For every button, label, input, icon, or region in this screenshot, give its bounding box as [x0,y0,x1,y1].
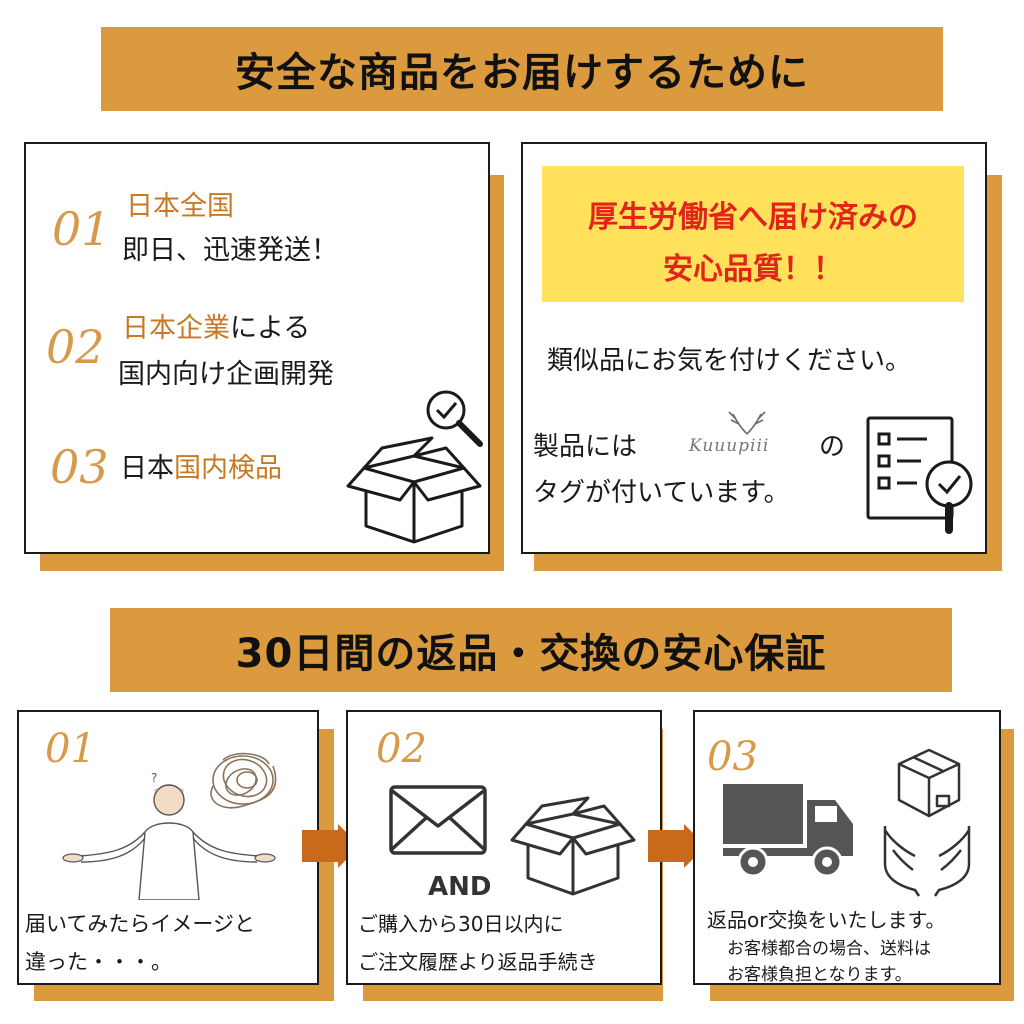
item1-line2: 即日、迅速発送！ [122,235,338,266]
tag-line2: タグが付いています。 [533,478,790,508]
magnifier-check-icon [426,390,483,447]
item2-number: 02 [46,320,105,374]
arrow-icon [648,824,706,868]
tag-line1-b: の [819,432,846,462]
right-card: 厚生労働省へ届け済みの 安心品質！！ 類似品にお気を付けください。 製品には K… [521,142,987,554]
item1-line1: 日本全国 [126,191,234,222]
item1-number: 01 [52,202,111,256]
item2-line1-rest: による [230,313,311,344]
box-icon [510,796,636,896]
item2-line2: 国内向け企画開発 [118,359,334,390]
item2-line1: 日本企業による [122,312,310,346]
item3-text: 日本国内検品 [120,452,282,486]
item3-text-a: 日本 [120,453,174,484]
step1-number: 01 [45,726,96,772]
brand-logo-text: Kuuupiii [689,436,770,456]
step2-number: 02 [376,726,427,772]
antler-logo-icon [728,411,766,435]
bottom-banner: 30日間の返品・交換の安心保証 [110,608,952,692]
hands-box-icon [883,748,971,897]
arrow-icon [302,824,360,868]
top-banner: 安全な商品をお届けするために [101,27,943,111]
step3-card: 03 返品or交換をいたします。 お客様都合の場合、送料は お客様負担となります… [693,710,1001,985]
step3-line3: お客様負担となります。 [727,965,912,985]
notice-line2: 安心品質！！ [663,252,843,287]
envelope-icon [389,785,487,855]
left-card: 01 日本全国 即日、迅速発送！ 02 日本企業による 国内向け企画開発 03 … [24,142,490,554]
item2-line1-highlight: 日本企業 [122,313,230,344]
checklist-icon [866,416,973,534]
step1-line1: 届いてみたらイメージと [25,912,255,936]
step3-line1: 返品or交換をいたします。 [707,908,946,932]
notice-line1: 厚生労働省へ届け済みの [588,200,918,235]
tangle-icon [210,752,277,809]
step2-line1: ご購入から30日以内に [358,912,564,936]
step2-line2: ご注文履歴より返品手続き [358,950,598,974]
tag-line1-a: 製品には [533,432,638,462]
notice-box: 厚生労働省へ届け済みの 安心品質！！ [542,166,964,302]
step3-line2: お客様都合の場合、送料は [727,939,931,959]
item3-text-b: 国内検品 [174,453,282,484]
item3-number: 03 [50,440,109,494]
svg-text:?: ? [151,771,157,785]
step3-number: 03 [707,734,758,780]
step1-card: 01 ? 届いてみたらイメージと 違った・・・。 [17,710,319,985]
truck-icon [723,784,853,878]
step1-line2: 違った・・・。 [25,950,172,974]
box-icon [346,436,482,544]
bottom-banner-title: 30日間の返品・交換の安心保証 [235,631,827,677]
top-banner-title: 安全な商品をお届けするために [235,50,809,96]
confused-person-icon: ? [62,771,276,900]
step2-card: 02 AND ご購入から30日以内に ご注文履歴より返品手続き [346,710,662,985]
warning-text: 類似品にお気を付けください。 [547,346,912,376]
and-label: AND [428,872,492,902]
